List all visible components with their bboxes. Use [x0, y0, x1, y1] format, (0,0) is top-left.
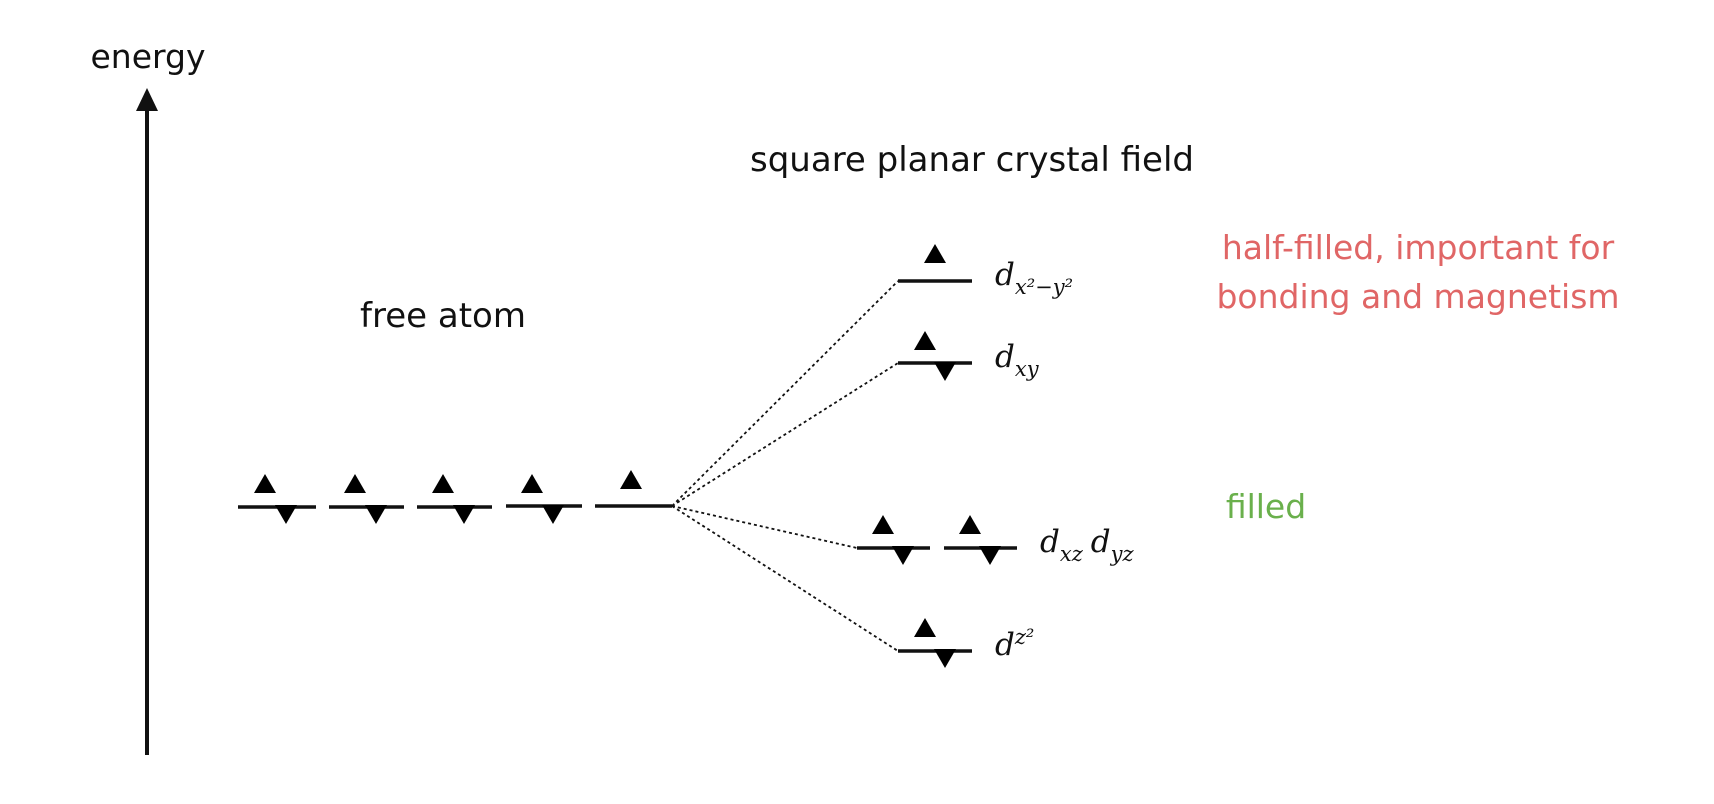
spin-down-arrow: [275, 474, 297, 524]
spin-up-arrow: [872, 515, 894, 565]
half-filled-annotation-line1: half-filled, important for: [1222, 228, 1615, 267]
spin-down-arrow: [453, 474, 475, 524]
energy-axis-arrowhead: [136, 88, 158, 111]
connector-dx2y2: [671, 280, 899, 507]
level-dz2: dz²: [898, 618, 1034, 668]
energy-axis: energy: [91, 37, 206, 755]
free-atom-orbital: [506, 474, 582, 524]
spin-down-arrow: [934, 618, 956, 668]
spin-up-arrow: [254, 474, 276, 524]
annotations: half-filled, important for bonding and m…: [1216, 228, 1619, 526]
label-dx2y2: dx²−y²: [995, 257, 1073, 299]
connector-dxy: [671, 362, 899, 507]
filled-annotation: filled: [1226, 487, 1306, 526]
spin-down-arrow: [365, 474, 387, 524]
spin-down-arrow: [892, 515, 914, 565]
spin-down-arrow: [934, 331, 956, 381]
connector-dz2: [671, 505, 899, 652]
connector-dxz-dyz: [671, 505, 858, 549]
connector-lines: [671, 280, 899, 652]
free-atom-levels: [238, 470, 672, 524]
free-atom-orbital: [238, 474, 316, 524]
spin-up-arrow: [344, 474, 366, 524]
label-dxy: dxy: [995, 339, 1040, 381]
level-dx2y2: dx²−y²: [898, 244, 1073, 299]
label-dz2: dz²: [995, 625, 1034, 663]
free-atom-title: free atom: [360, 296, 526, 336]
spin-down-arrow: [979, 515, 1001, 565]
free-atom-orbital: [329, 474, 404, 524]
crystal-field-title: square planar crystal field: [750, 140, 1194, 180]
spin-down-arrow: [542, 474, 564, 524]
free-atom-orbital: [595, 470, 672, 520]
level-dxy: dxy: [898, 331, 1040, 381]
spin-up-arrow: [924, 244, 946, 294]
spin-up-arrow: [620, 470, 642, 520]
half-filled-annotation-line2: bonding and magnetism: [1216, 277, 1619, 316]
energy-axis-label: energy: [91, 37, 206, 76]
spin-up-arrow: [521, 474, 543, 524]
free-atom-orbital: [417, 474, 492, 524]
spin-up-arrow: [914, 618, 936, 668]
spin-up-arrow: [432, 474, 454, 524]
spin-up-arrow: [914, 331, 936, 381]
spin-up-arrow: [959, 515, 981, 565]
